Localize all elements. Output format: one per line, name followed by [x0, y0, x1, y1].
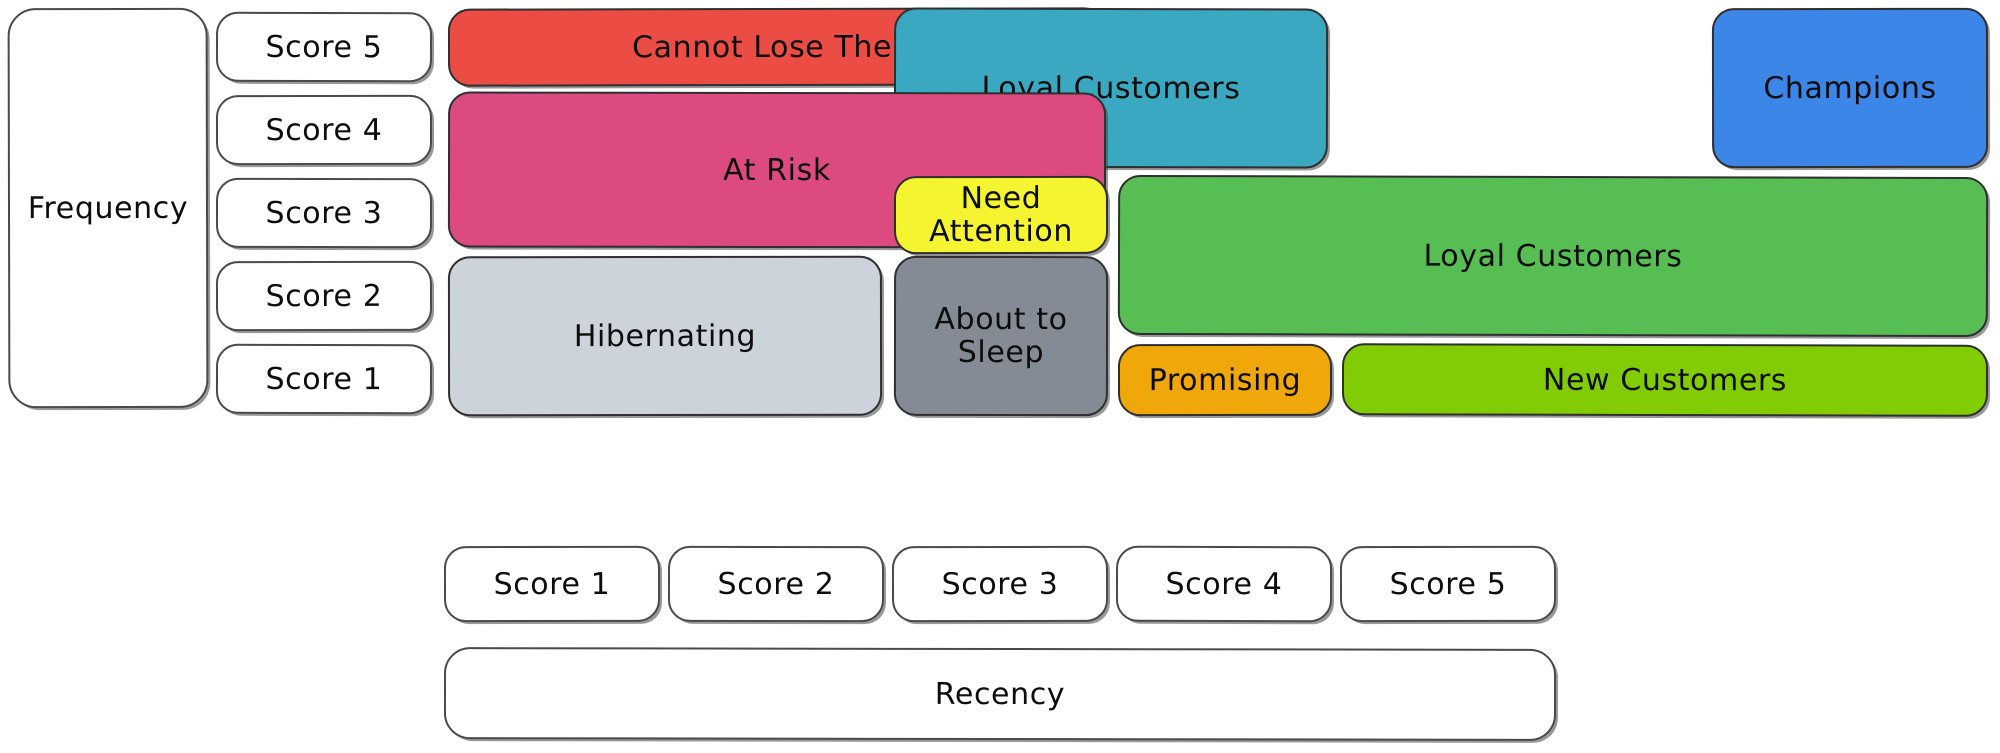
recency-tick-score-1-label: Score 1 [493, 566, 611, 602]
segment-champions[interactable]: Champions [1711, 7, 1989, 169]
recency-tick-score-3: Score 3 [891, 545, 1109, 623]
segment-new-customers[interactable]: New Customers [1341, 343, 1989, 417]
segment-about-to-sleep-label: About to Sleep [934, 301, 1068, 371]
frequency-tick-score-1: Score 1 [215, 343, 433, 415]
frequency-tick-score-4: Score 4 [215, 94, 433, 166]
recency-tick-score-3-label: Score 3 [941, 566, 1059, 602]
segment-loyal-customers-main[interactable]: Loyal Customers [1117, 174, 1989, 338]
recency-tick-score-2-label: Score 2 [717, 566, 835, 602]
recency-tick-score-1: Score 1 [443, 545, 661, 623]
segment-promising-label: Promising [1148, 362, 1302, 398]
recency-axis-label-text: Recency [934, 676, 1066, 712]
segment-new-customers-label: New Customers [1542, 362, 1788, 398]
frequency-tick-score-3: Score 3 [215, 177, 433, 249]
frequency-tick-score-2: Score 2 [215, 260, 433, 332]
segment-hibernating[interactable]: Hibernating [447, 255, 883, 417]
recency-tick-score-2: Score 2 [667, 545, 885, 623]
segment-need-attention[interactable]: Need Attention [893, 175, 1109, 255]
recency-tick-score-5-label: Score 5 [1389, 566, 1507, 602]
frequency-tick-score-5: Score 5 [215, 11, 433, 83]
recency-tick-score-5: Score 5 [1339, 545, 1557, 623]
segment-about-to-sleep[interactable]: About to Sleep [893, 255, 1109, 417]
frequency-tick-score-5-label: Score 5 [265, 29, 383, 65]
segment-hibernating-label: Hibernating [573, 318, 757, 354]
frequency-axis-label-text: Frequency [27, 190, 189, 226]
frequency-tick-score-4-label: Score 4 [265, 112, 383, 148]
frequency-tick-score-3-label: Score 3 [265, 195, 383, 231]
recency-axis-label: Recency [443, 647, 1557, 741]
frequency-tick-score-2-label: Score 2 [265, 278, 383, 314]
segment-promising[interactable]: Promising [1117, 343, 1333, 417]
segment-need-attention-label: Need Attention [929, 180, 1073, 250]
segment-champions-label: Champions [1763, 70, 1937, 106]
recency-tick-score-4-label: Score 4 [1165, 566, 1283, 602]
frequency-tick-score-1-label: Score 1 [265, 361, 383, 397]
recency-tick-score-4: Score 4 [1115, 545, 1333, 623]
frequency-axis-label: Frequency [7, 7, 209, 409]
segment-loyal-customers-main-label: Loyal Customers [1423, 238, 1683, 274]
